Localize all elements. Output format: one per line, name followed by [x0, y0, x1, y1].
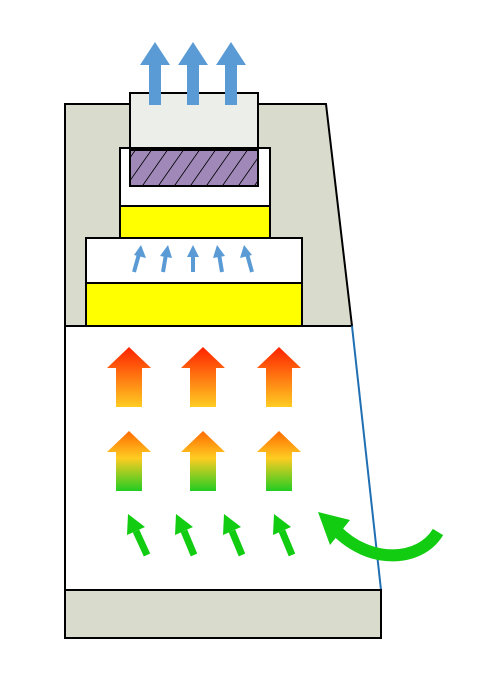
intake-arrows: [127, 514, 296, 557]
arrow-up-icon: [178, 42, 208, 105]
exhaust-hepa-filter: [129, 149, 259, 187]
supply-hepa-filter: [87, 283, 301, 325]
arrow-up-icon: [160, 245, 172, 273]
arrow-up-icon: [107, 431, 151, 491]
plenum-arrows: [132, 245, 254, 273]
arrow-up-icon: [187, 245, 199, 272]
arrow-up-icon: [127, 514, 151, 557]
arrow-up-icon: [132, 245, 146, 273]
exhaust-arrows: [140, 42, 246, 105]
exhaust-yellow-filter: [121, 206, 269, 237]
arrow-up-icon: [107, 347, 151, 407]
work-chamber: [65, 326, 381, 590]
arrow-up-icon: [140, 42, 170, 105]
arrow-up-icon: [257, 347, 301, 407]
arrow-up-icon: [273, 514, 296, 557]
arrow-up-icon: [175, 514, 198, 557]
heated-arrows-upper: [107, 347, 301, 407]
arrow-up-icon: [223, 514, 246, 557]
arrow-up-icon: [240, 245, 254, 273]
curved-arrow-icon: [318, 512, 444, 562]
arrow-up-icon: [181, 347, 225, 407]
front-sash-glass: [351, 325, 382, 591]
supply-filter-outline: [85, 237, 303, 327]
heated-arrows-lower: [107, 431, 301, 491]
arrow-up-icon: [181, 431, 225, 491]
arrow-up-icon: [216, 42, 246, 105]
arrow-up-icon: [213, 245, 225, 273]
cabinet-base: [64, 589, 382, 639]
arrow-up-icon: [257, 431, 301, 491]
